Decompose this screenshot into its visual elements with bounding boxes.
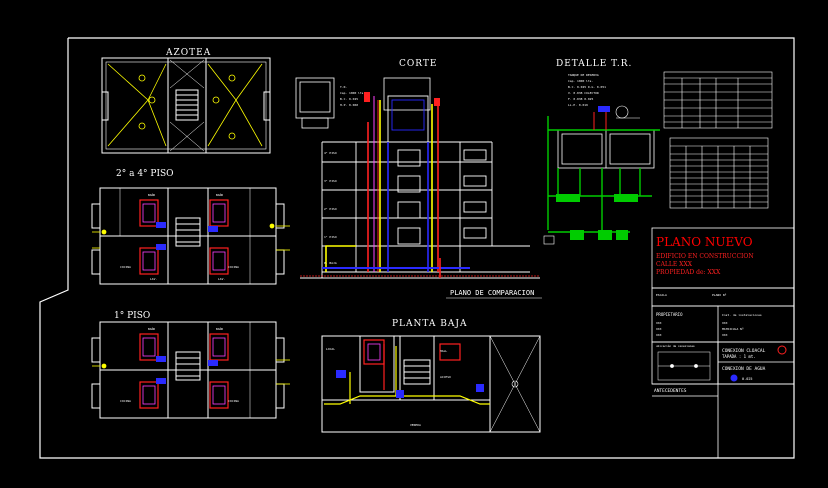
agua-symbol — [730, 374, 738, 382]
svg-text:F. 0.038 0.025: F. 0.038 0.025 — [568, 97, 593, 101]
svg-text:1° PISO: 1° PISO — [324, 235, 337, 239]
planta-baja-title: PLANTA BAJA — [392, 319, 468, 329]
floor-2-4-title: 2° a 4° PISO — [116, 169, 174, 179]
corte-title: CORTE — [399, 59, 437, 69]
svg-text:Cap. 1000 lts: Cap. 1000 lts — [340, 91, 364, 95]
planta-baja-plan: LOCAL HALL ACCESO VEREDA — [321, 335, 541, 433]
plano-num-label: PLANO Nº — [712, 293, 727, 297]
svg-text:TANQUE DE RESERVA: TANQUE DE RESERVA — [568, 73, 599, 77]
sheet-frame — [39, 37, 795, 459]
svg-text:V. 0.038 COLECTOR: V. 0.038 COLECTOR — [568, 91, 599, 95]
antecedentes-label: ANTECEDENTES — [654, 388, 687, 394]
legend-agua-sub: 0.025 — [742, 377, 753, 381]
cloacal-symbol — [777, 345, 787, 355]
legend-agua: CONEXION DE AGUA — [722, 366, 766, 372]
svg-text:HALL: HALL — [440, 349, 447, 353]
svg-text:Cap. 1000 lts.: Cap. 1000 lts. — [568, 79, 593, 83]
svg-text:MATRICULA Nº: MATRICULA Nº — [722, 327, 744, 331]
svg-text:XXX: XXX — [656, 333, 662, 337]
floor-plan-2-4: BAÑO BAÑO COCINA COCINA LAV. LAV. — [91, 187, 290, 285]
title-line-1: EDIFICIO EN CONSTRUCCION — [656, 253, 754, 260]
legend-cloacal-sub: TAPADA : 1 mt. — [722, 354, 756, 359]
svg-text:BAÑO: BAÑO — [216, 192, 223, 197]
floor-1-title: 1° PISO — [114, 311, 150, 321]
svg-text:ubicación de conexiones: ubicación de conexiones — [656, 344, 695, 348]
legend-cloacal: CONEXION CLOACAL — [722, 348, 766, 354]
title-line-3: PROPIEDAD de: XXX — [656, 269, 721, 276]
floor-plan-1: BAÑO BAÑO COCINA COCINA — [91, 321, 290, 419]
svg-text:VEREDA: VEREDA — [410, 423, 421, 427]
svg-text:3° PISO: 3° PISO — [324, 179, 337, 183]
svg-text:XXX: XXX — [656, 327, 662, 331]
escala-label: ESCALA — [656, 293, 667, 297]
svg-text:XXX: XXX — [722, 333, 728, 337]
svg-text:COCINA: COCINA — [228, 265, 239, 269]
plano-comparacion-label: PLANO DE COMPARACION — [450, 289, 534, 297]
svg-text:BAÑO: BAÑO — [148, 192, 155, 197]
svg-text:LOCAL: LOCAL — [326, 347, 335, 351]
detalle-title: DETALLE T.R. — [556, 59, 632, 69]
title-line-2: CALLE XXX — [656, 261, 693, 268]
svg-text:XXX: XXX — [656, 321, 662, 325]
propietario-label: PROPIETARIO — [656, 312, 683, 317]
svg-text:COCINA: COCINA — [120, 399, 131, 403]
svg-text:LAV.: LAV. — [150, 277, 157, 281]
svg-text:B.C. 0.025: B.C. 0.025 — [340, 97, 358, 101]
azotea-title: AZOTEA — [165, 48, 211, 58]
svg-text:BAÑO: BAÑO — [216, 326, 223, 331]
svg-text:Inst. de instalaciones: Inst. de instalaciones — [722, 313, 762, 317]
svg-text:BAÑO: BAÑO — [148, 326, 155, 331]
svg-text:COCINA: COCINA — [228, 399, 239, 403]
svg-text:2° PISO: 2° PISO — [324, 207, 337, 211]
svg-text:P. BAJA: P. BAJA — [324, 261, 337, 265]
detalle-tank — [543, 105, 660, 245]
svg-text:4° PISO: 4° PISO — [324, 151, 337, 155]
svg-text:H.P. 0.060: H.P. 0.060 — [340, 103, 358, 107]
svg-text:ACCESO: ACCESO — [440, 375, 451, 379]
svg-text:LL.P. 0.019: LL.P. 0.019 — [568, 103, 588, 107]
azotea-plan — [101, 57, 271, 154]
svg-text:T.R.: T.R. — [340, 85, 347, 89]
pipe-schedule-table — [663, 71, 773, 129]
plano-nuevo-heading: PLANO NUEVO — [656, 235, 753, 249]
svg-text:LAV.: LAV. — [218, 277, 225, 281]
svg-text:COCINA: COCINA — [120, 265, 131, 269]
svg-text:B.C. 0.025 D.G. 0.051: B.C. 0.025 D.G. 0.051 — [568, 85, 606, 89]
detalle-notes: TANQUE DE RESERVA Cap. 1000 lts. B.C. 0.… — [568, 73, 606, 107]
calc-table — [669, 137, 769, 209]
azotea-slopes — [107, 63, 263, 147]
title-block — [651, 227, 795, 458]
svg-text:XXX: XXX — [722, 321, 728, 325]
